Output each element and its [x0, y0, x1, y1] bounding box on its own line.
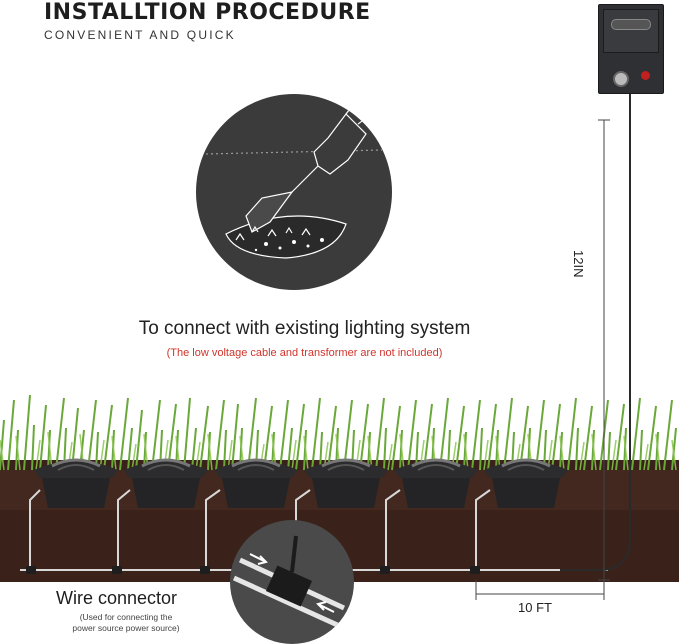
step-light-icon: [34, 458, 118, 508]
wire-connector-illustration: [230, 520, 354, 644]
step-light-icon: [124, 458, 208, 508]
not-included-note: (The low voltage cable and transformer a…: [166, 347, 443, 359]
step-light-icon: [304, 458, 388, 508]
length-dimension-label: 10 FT: [518, 600, 552, 615]
page-subtitle: CONVENIENT AND QUICK: [44, 28, 236, 42]
wire-connector-note-line2: power source power source): [72, 623, 180, 633]
brand-logo: [611, 19, 651, 30]
power-button: [641, 71, 650, 80]
height-dimension-label: 12IN: [571, 250, 586, 278]
step-light-icon: [484, 458, 568, 508]
transformer-lid: [603, 9, 659, 53]
wire-connector-note: (Used for connecting the power source po…: [56, 612, 196, 634]
shovel-icon: [205, 104, 383, 259]
page-title: INSTALLTION PROCEDURE: [44, 0, 371, 25]
wire-connector-title: Wire connector: [56, 588, 178, 608]
wire-connector-note-line1: (Used for connecting the: [79, 612, 173, 622]
wire-connector-icon: [232, 535, 346, 631]
transformer-icon: [598, 4, 664, 94]
connection-caption: To connect with existing lighting system: [138, 318, 471, 339]
step-light-icon: [394, 458, 478, 508]
step-light-icon: [214, 458, 298, 508]
timer-knob: [613, 71, 629, 87]
digging-illustration: [196, 94, 392, 290]
